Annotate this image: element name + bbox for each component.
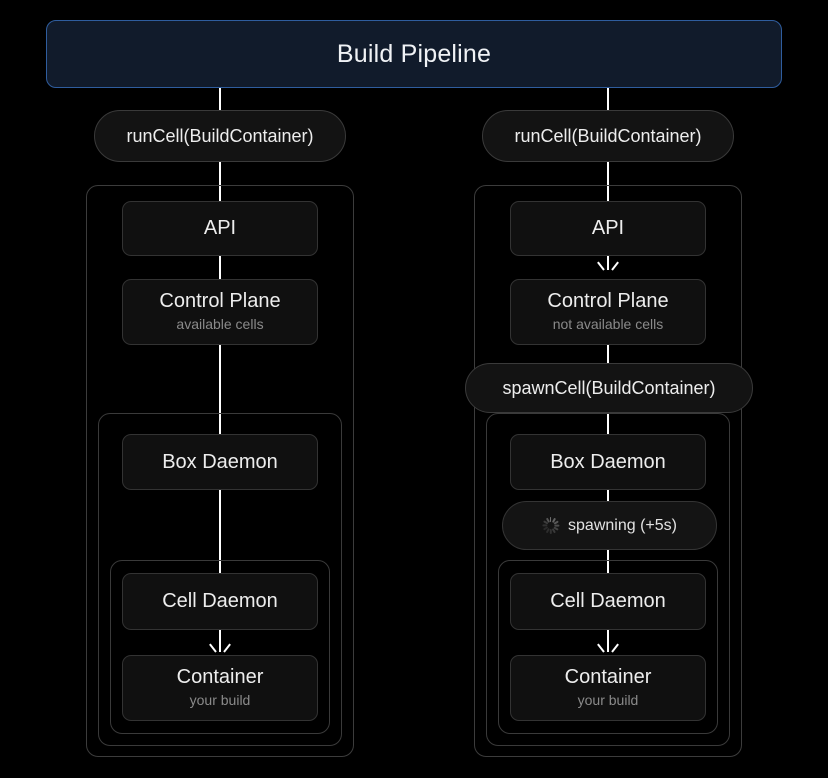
node-control-plane-left-label: Control Plane bbox=[159, 290, 281, 313]
connector-cell-daemon-to-container-left bbox=[219, 630, 221, 652]
node-cell-daemon-right[interactable]: Cell Daemon bbox=[510, 573, 706, 630]
connector-api-to-control-plane-right bbox=[607, 256, 609, 270]
pill-spawncell-right[interactable]: spawnCell(BuildContainer) bbox=[465, 363, 753, 413]
pill-spawning-status-label: spawning (+5s) bbox=[568, 516, 677, 534]
node-container-left-sub: your build bbox=[189, 692, 251, 709]
pill-runcell-left[interactable]: runCell(BuildContainer) bbox=[94, 110, 346, 162]
group-box-outer-right bbox=[474, 185, 742, 757]
node-box-daemon-right[interactable]: Box Daemon bbox=[510, 434, 706, 490]
pill-spawning-status[interactable]: spawning (+5s) bbox=[502, 501, 717, 550]
node-control-plane-left-sub: available cells bbox=[176, 316, 264, 333]
connector-box-daemon-to-spawning-right bbox=[607, 490, 609, 502]
connector-control-plane-to-spawncell-right bbox=[607, 345, 609, 365]
node-control-plane-right-label: Control Plane bbox=[547, 290, 669, 313]
node-api-right[interactable]: API bbox=[510, 201, 706, 256]
node-control-plane-right-sub: not available cells bbox=[552, 316, 664, 333]
node-container-right-sub: your build bbox=[577, 692, 639, 709]
node-cell-daemon-left-label: Cell Daemon bbox=[162, 590, 278, 612]
node-control-plane-left[interactable]: Control Plane available cells bbox=[122, 279, 318, 345]
connector-cell-daemon-to-container-right bbox=[607, 630, 609, 652]
connector-box-daemon-to-cell-daemon-left bbox=[219, 490, 221, 574]
node-api-right-label: API bbox=[591, 217, 625, 239]
node-container-left[interactable]: Container your build bbox=[122, 655, 318, 721]
node-cell-daemon-right-label: Cell Daemon bbox=[550, 590, 666, 612]
group-cell-right bbox=[498, 560, 718, 734]
node-control-plane-right[interactable]: Control Plane not available cells bbox=[510, 279, 706, 345]
pill-runcell-left-label: runCell(BuildContainer) bbox=[126, 125, 314, 146]
pill-spawncell-right-label: spawnCell(BuildContainer) bbox=[502, 377, 716, 398]
node-box-daemon-left-label: Box Daemon bbox=[162, 450, 278, 473]
node-box-daemon-left[interactable]: Box Daemon bbox=[122, 434, 318, 490]
node-container-right-label: Container bbox=[564, 666, 652, 689]
group-box-daemon-right bbox=[486, 413, 730, 746]
connector-spawning-to-cell-daemon-right bbox=[607, 550, 609, 574]
node-box-daemon-right-label: Box Daemon bbox=[550, 450, 666, 473]
connector-runcell-to-api-left bbox=[219, 162, 221, 202]
node-container-left-label: Container bbox=[176, 666, 264, 689]
connector-header-to-runcell-right bbox=[607, 88, 609, 114]
connector-header-to-runcell-left bbox=[219, 88, 221, 114]
connector-runcell-to-api-right bbox=[607, 162, 609, 202]
connector-spawncell-to-box-daemon-right bbox=[607, 413, 609, 436]
pill-runcell-right[interactable]: runCell(BuildContainer) bbox=[482, 110, 734, 162]
node-container-right[interactable]: Container your build bbox=[510, 655, 706, 721]
node-api-left-label: API bbox=[203, 217, 237, 239]
node-cell-daemon-left[interactable]: Cell Daemon bbox=[122, 573, 318, 630]
node-api-left[interactable]: API bbox=[122, 201, 318, 256]
group-cell-left bbox=[110, 560, 330, 734]
pill-runcell-right-label: runCell(BuildContainer) bbox=[514, 125, 702, 146]
build-pipeline-header[interactable]: Build Pipeline bbox=[46, 20, 782, 88]
page-title: Build Pipeline bbox=[336, 39, 492, 68]
spinner-icon bbox=[542, 517, 560, 534]
connector-api-to-control-plane-left bbox=[219, 256, 221, 280]
connector-control-plane-to-box-daemon-left bbox=[219, 345, 221, 435]
group-box-outer-left bbox=[86, 185, 354, 757]
group-box-daemon-left bbox=[98, 413, 342, 746]
